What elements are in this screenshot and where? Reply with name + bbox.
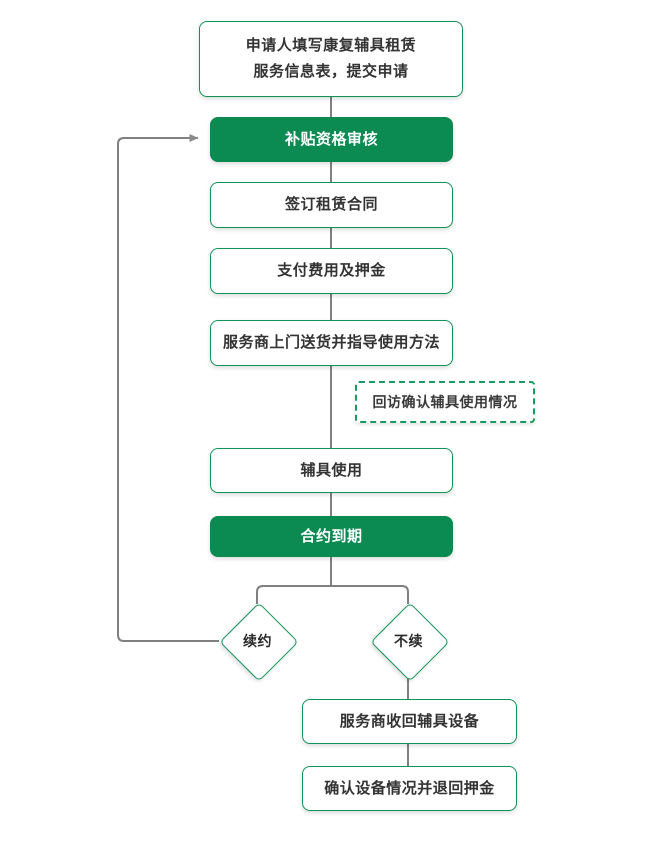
node-apply[interactable]: 申请人填写康复辅具租赁 服务信息表，提交申请	[199, 21, 463, 97]
node-pay-fee-deposit-label: 支付费用及押金	[277, 262, 386, 279]
node-use-device[interactable]: 辅具使用	[210, 448, 453, 493]
node-apply-label: 申请人填写康复辅具租赁 服务信息表，提交申请	[245, 37, 417, 80]
node-use-device-label: 辅具使用	[300, 461, 363, 479]
node-not-renew[interactable]: 不续	[369, 602, 450, 682]
edge-split-to-renew	[256, 585, 331, 604]
node-sign-contract[interactable]: 签订租赁合同	[210, 182, 453, 228]
node-not-renew-label: 不续	[394, 633, 423, 649]
edge-renew-feedback	[117, 134, 219, 642]
node-renew-label: 续约	[243, 633, 272, 649]
node-delivery-guidance[interactable]: 服务商上门送货并指导使用方法	[210, 320, 453, 366]
node-followup-check[interactable]: 回访确认辅具使用情况	[355, 381, 535, 423]
node-confirm-refund-label: 确认设备情况并退回押金	[324, 779, 495, 797]
node-collect-device[interactable]: 服务商收回辅具设备	[302, 699, 517, 744]
node-followup-check-label: 回访确认辅具使用情况	[372, 394, 518, 410]
node-contract-expire[interactable]: 合约到期	[210, 516, 453, 557]
edge-split-to-notrenew	[331, 585, 409, 604]
node-subsidy-review[interactable]: 补贴资格审核	[210, 117, 453, 162]
node-sign-contract-label: 签订租赁合同	[284, 196, 378, 213]
node-confirm-refund[interactable]: 确认设备情况并退回押金	[302, 766, 517, 811]
node-subsidy-review-label: 补贴资格审核	[284, 130, 378, 148]
node-collect-device-label: 服务商收回辅具设备	[339, 712, 480, 730]
node-pay-fee-deposit[interactable]: 支付费用及押金	[210, 248, 453, 294]
node-delivery-guidance-label: 服务商上门送货并指导使用方法	[222, 334, 440, 351]
node-contract-expire-label: 合约到期	[300, 527, 363, 545]
node-renew[interactable]: 续约	[218, 602, 299, 682]
